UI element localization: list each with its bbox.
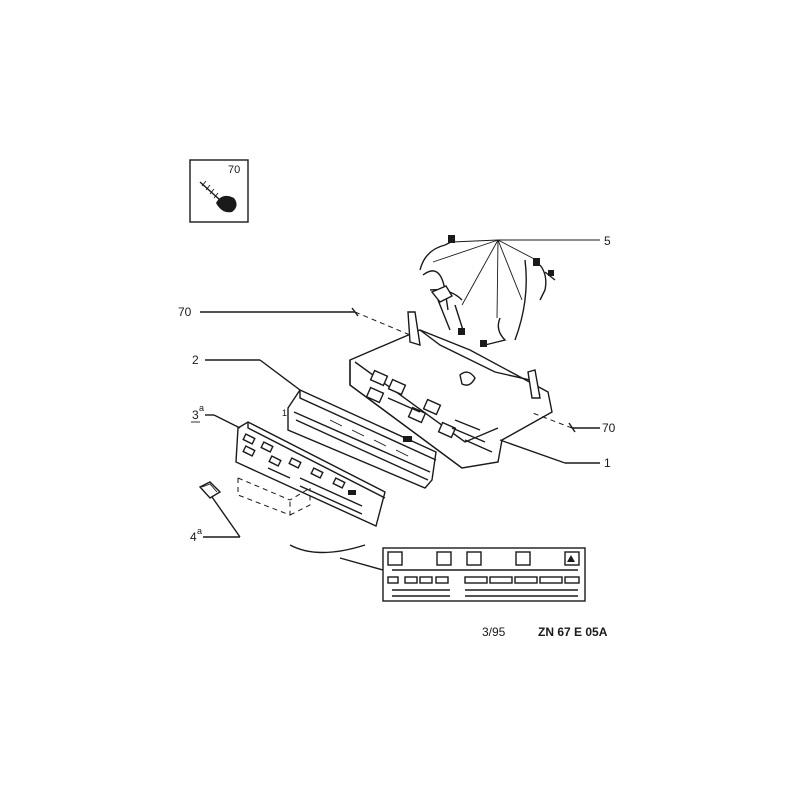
ref-70-right-label: 70 <box>602 421 616 435</box>
front-view-panel <box>382 547 586 602</box>
ref-1-label: 1 <box>604 456 611 470</box>
footer-date: 3/95 <box>482 625 506 639</box>
screw-icon <box>199 180 237 213</box>
ref-5-label: 5 <box>604 234 611 248</box>
defrost-button <box>466 551 482 566</box>
reference-leaders <box>200 307 600 538</box>
ref-4-superscript: a <box>197 526 202 536</box>
hidden-part-outline <box>237 477 311 516</box>
fan-button <box>387 551 403 566</box>
ref-70-left-label: 70 <box>178 305 192 319</box>
screw-box-ref-label: 70 <box>228 164 240 176</box>
mode-button <box>515 551 531 566</box>
button-panel <box>235 421 386 527</box>
ref-4-label: 4 <box>190 530 197 544</box>
view-pointer <box>339 557 384 571</box>
ref-2-label: 2 <box>192 353 199 367</box>
view-arc <box>289 544 366 554</box>
footer-code: ZN 67 E 05A <box>538 625 608 639</box>
ref-3-superscript: a <box>199 403 204 413</box>
recirc-button <box>436 551 452 566</box>
leaders-ref-5 <box>432 239 600 319</box>
small-1-label: 1 <box>282 408 287 418</box>
warning-triangle-icon <box>567 555 575 562</box>
ref-3-label: 3 <box>192 408 199 422</box>
screw-detail-frame <box>189 159 249 223</box>
screw-detail-box: 70 <box>189 159 249 223</box>
wiring-harness <box>419 235 556 347</box>
small-knob <box>198 481 222 499</box>
control-housing <box>349 311 553 469</box>
front-panel-frame <box>382 547 586 602</box>
